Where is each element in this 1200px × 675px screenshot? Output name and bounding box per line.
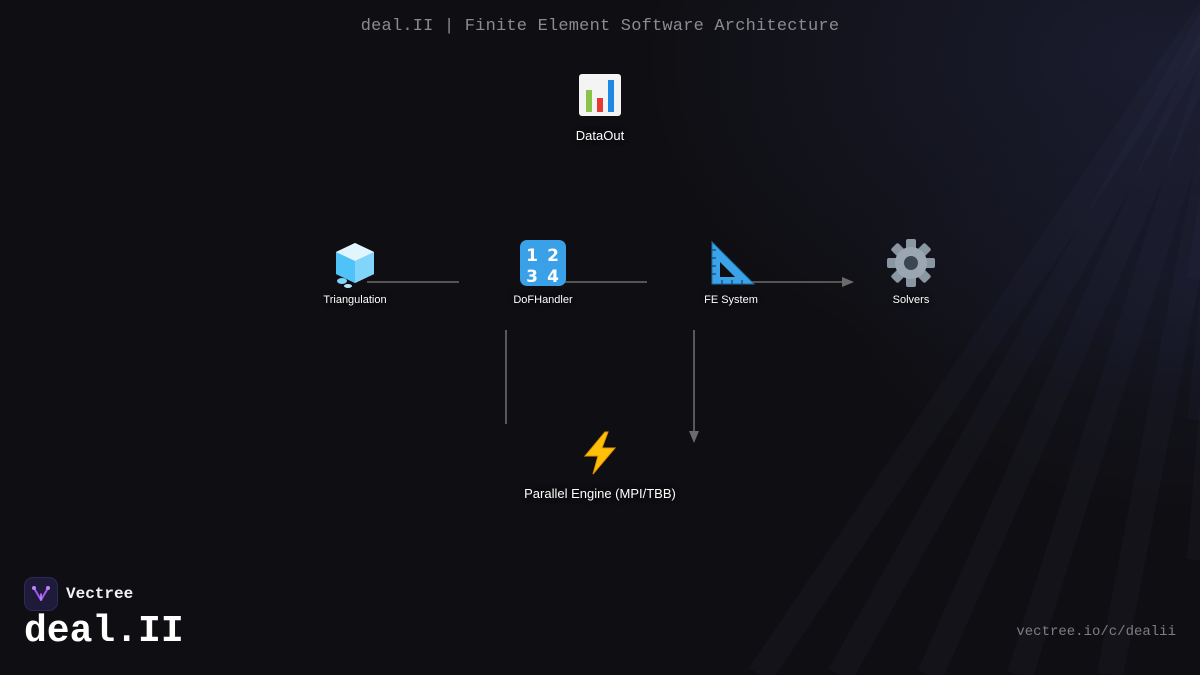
node-label: Solvers <box>892 294 930 306</box>
vectree-logo-icon <box>24 577 58 611</box>
page-title: deal.II | Finite Element Software Archit… <box>360 17 840 36</box>
node-label: DoFHandler <box>513 294 573 306</box>
node-label: DataOut <box>575 128 625 143</box>
svg-text:2: 2 <box>547 246 559 266</box>
node-label: Parallel Engine (MPI/TBB) <box>524 486 676 501</box>
node-fesystem: FE System <box>631 238 831 306</box>
svg-text:4: 4 <box>547 267 559 287</box>
bar-chart-icon <box>577 72 623 120</box>
ice-cube-icon <box>330 238 380 288</box>
gear-icon <box>886 238 936 287</box>
svg-text:1: 1 <box>526 246 538 266</box>
triangular-ruler-icon <box>706 238 756 286</box>
node-solvers: Solvers <box>811 238 1011 306</box>
footer-url[interactable]: vectree.io/c/dealii <box>1016 624 1176 640</box>
node-dofhandler: 1 2 3 4 DoFHandler <box>443 238 643 306</box>
svg-text:3: 3 <box>526 267 538 287</box>
node-dataout: DataOut <box>500 72 700 143</box>
lightning-icon <box>577 430 623 478</box>
node-label: FE System <box>704 294 758 306</box>
product-name: deal.II <box>24 610 184 653</box>
brand-name: Vectree <box>66 585 134 603</box>
node-triangulation: Triangulation <box>255 238 455 306</box>
brand-block: Vectree <box>24 577 133 611</box>
node-parallel: Parallel Engine (MPI/TBB) <box>500 430 700 501</box>
node-label: Triangulation <box>323 294 387 306</box>
numbers-1234-icon: 1 2 3 4 <box>518 238 568 287</box>
